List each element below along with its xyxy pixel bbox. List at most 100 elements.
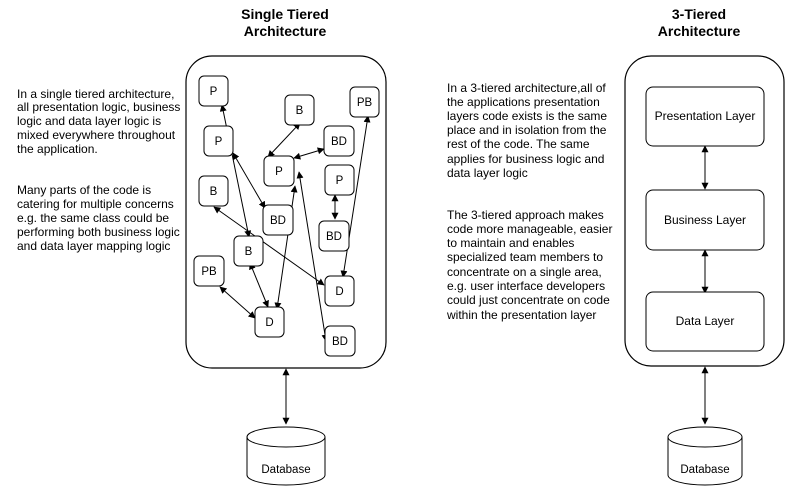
node-pb: PB [349,86,380,118]
three-tier-benefits-note: The 3-tiered approach makes code more ma… [446,208,612,322]
text-line: catering for multiple concerns [17,197,174,211]
three-tier-database-icon: Database [667,426,743,486]
single-tier-description: In a single tiered architecture, all pre… [17,87,180,156]
node-p: P [198,75,229,107]
data-layer: Data Layer [645,291,765,352]
text-line: The 3-tiered approach makes [447,208,604,222]
text-line: the applications presentation [447,95,600,109]
text-line: mixed everywhere throughout [17,128,176,142]
connector [219,286,256,319]
text-line: all presentation logic, business [17,100,180,114]
node-box [324,164,355,196]
text-line: rest of the code. The same [447,137,590,151]
database-label: Database [261,464,310,476]
node-b: B [284,94,315,126]
node-d: D [324,275,355,307]
single-tier-concerns-note: Many parts of the code is catering for m… [17,183,180,253]
node-box [254,306,285,338]
node-box [193,255,225,287]
node-bd: BD [323,125,355,157]
text-line: In a single tiered architecture, [17,87,174,101]
text-line: and data layer mapping logic [17,239,170,253]
layer-box [645,189,765,251]
text-line: logic and data layer logic is [17,114,161,128]
node-label: BD [326,231,342,243]
text-line: code more manageable, easier [447,222,612,236]
connector [267,122,301,158]
node-box [262,204,294,236]
node-box [198,175,229,207]
node-box [233,235,264,267]
layer-box [645,291,765,352]
node-pb: PB [193,255,225,287]
business-layer: Business Layer [645,189,765,251]
presentation-layer: Presentation Layer [645,86,765,147]
single-tier-title-line1: Single Tiered [241,6,329,22]
node-label: BD [331,136,347,148]
connector [232,152,266,209]
cylinder-body [667,437,743,486]
connector [249,262,269,308]
three-tier-description: In a 3-tiered architecture,all of the ap… [447,81,607,180]
text-line: Many parts of the code is [17,183,151,197]
node-label: B [296,105,304,117]
node-label: B [210,186,218,198]
cylinder-top [667,426,743,448]
cylinder-top [246,426,326,448]
layer-label: Business Layer [664,213,746,227]
node-box [318,220,350,252]
text-line: applies for business logic and [447,152,604,166]
text-line: within the presentation layer [446,308,596,322]
layer-label: Data Layer [676,314,735,328]
node-p: P [324,164,355,196]
text-line: the application. [17,142,98,156]
text-line: performing both business logic [17,225,180,239]
node-label: D [335,286,343,298]
text-line: concentrate on a single area, [447,265,602,279]
node-b: B [233,235,264,267]
node-bd: BD [324,325,356,357]
text-line: place and in isolation from the [447,123,607,137]
node-box [324,325,356,357]
layer-label: Presentation Layer [655,109,756,123]
node-box [349,86,380,118]
text-line: e.g. user interface developers [447,279,605,293]
node-box [203,125,234,157]
text-line: layers code exists is the same [447,109,607,123]
node-label: BD [270,215,286,227]
node-box [284,94,315,126]
node-bd: BD [318,220,350,252]
text-line: data layer logic [447,166,528,180]
node-label: B [245,246,253,258]
text-line: could just concentrate on code [447,293,610,307]
node-label: P [215,136,223,148]
single-tier-title-line2: Architecture [244,23,327,39]
node-label: PB [201,266,217,278]
node-label: BD [332,336,348,348]
three-tier-title-line2: Architecture [658,23,741,39]
single-tier-nodes: P P B B PB BD P P [193,75,380,357]
layer-box [645,86,765,147]
node-label: D [265,317,273,329]
three-tier-title-line1: 3-Tiered [672,6,726,22]
text-line: to maintain and enables [447,236,574,250]
cylinder-body [246,437,326,486]
node-label: PB [357,97,373,109]
node-bd: BD [262,204,294,236]
node-box [198,75,229,107]
node-p: P [263,155,295,187]
connector [296,171,329,342]
single-tier-database-icon: Database [246,426,326,486]
node-box [263,155,295,187]
node-label: P [336,175,344,187]
node-b: B [198,175,229,207]
node-label: P [275,166,283,178]
node-p: P [203,125,234,157]
text-line: In a 3-tiered architecture,all of [447,81,606,95]
database-label: Database [680,464,729,476]
node-box [323,125,355,157]
node-label: P [210,86,218,98]
text-line: specialized team members to [447,250,603,264]
node-d: D [254,306,285,338]
